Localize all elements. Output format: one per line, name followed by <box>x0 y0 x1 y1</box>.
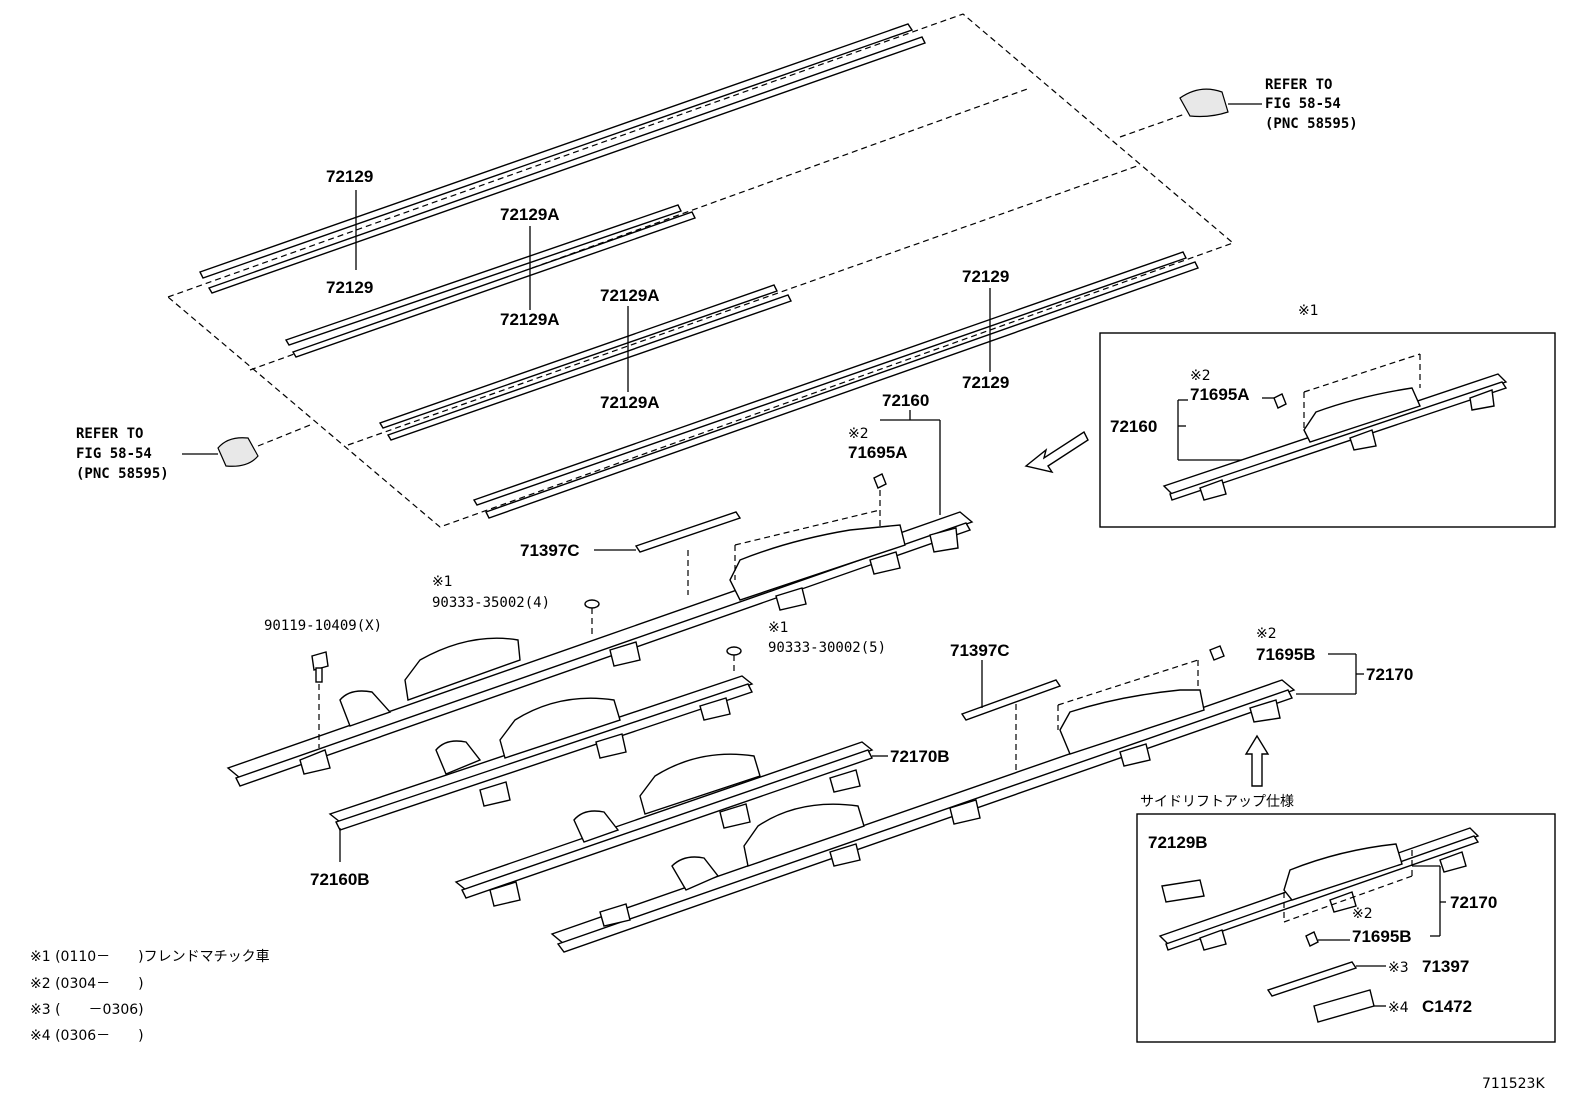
molding-strip-72129A-lower[interactable] <box>378 284 792 441</box>
legend-line-2: ※2 (0304－ ) <box>30 976 144 992</box>
label-71397C-lower: 71397C <box>950 641 1010 660</box>
legend-line-4: ※4 (0306－ ) <box>30 1028 144 1044</box>
label-72129-second: 72129 <box>326 278 373 297</box>
inset2-mark3: ※3 <box>1388 960 1409 976</box>
legend-line-1: ※1 (0110－ )フレンドマチック車 <box>30 948 270 965</box>
rail-72170[interactable] <box>550 679 1296 953</box>
refer-right-line3: (PNC 58595) <box>1265 116 1358 132</box>
label-72129-top: 72129 <box>326 167 373 186</box>
inset2-label-72170: 72170 <box>1450 893 1497 912</box>
label-90119-10409: 90119-10409(X) <box>264 618 382 634</box>
label-72160B: 72160B <box>310 870 370 889</box>
end-cap-left[interactable] <box>182 424 311 467</box>
label-71397C-upper: 71397C <box>520 541 580 560</box>
inset1-mark1: ※1 <box>1298 303 1319 319</box>
grommet-90333-30002[interactable] <box>726 646 742 675</box>
arrow-up-icon <box>1244 734 1270 787</box>
rail-72170B[interactable] <box>454 741 888 907</box>
molding-strip-72129-upper[interactable] <box>199 23 926 294</box>
diagram-id: 711523K <box>1482 1076 1545 1092</box>
rail-72160[interactable] <box>226 511 974 787</box>
label-72160: 72160 <box>882 391 929 410</box>
label-72129A-fourth: 72129A <box>600 393 660 412</box>
mark2-71695A: ※2 <box>848 426 869 442</box>
inset2-mark4: ※4 <box>1388 1000 1409 1016</box>
label-72129-fourth: 72129 <box>962 373 1009 392</box>
molding-strip-72129A-upper[interactable] <box>284 204 696 358</box>
inset2-title: サイドリフトアップ仕様 <box>1140 794 1294 810</box>
link-71397C-upper[interactable] <box>594 511 742 595</box>
refer-left-line1: REFER TO <box>76 426 143 442</box>
mark1-90333-30002: ※1 <box>768 620 789 636</box>
leaders-72160 <box>734 410 941 580</box>
rail-72160B[interactable] <box>328 675 754 862</box>
inset1-label-71695A: 71695A <box>1190 385 1250 404</box>
leaders-72170 <box>1057 645 1364 730</box>
label-90333-35002: 90333-35002(4) <box>432 595 550 611</box>
inset2-label-72129B: 72129B <box>1148 833 1208 852</box>
inset2-mark2: ※2 <box>1352 906 1373 922</box>
bolt-90119-10409[interactable] <box>311 651 329 748</box>
label-90333-30002: 90333-30002(5) <box>768 640 886 656</box>
refer-right-line1: REFER TO <box>1265 77 1332 93</box>
legend: ※1 (0110－ )フレンドマチック車 ※2 (0304－ ) ※3 ( －0… <box>30 948 270 1044</box>
refer-left-line3: (PNC 58595) <box>76 466 169 482</box>
label-71695A: 71695A <box>848 443 908 462</box>
label-72129A-third: 72129A <box>600 286 660 305</box>
molding-strips <box>167 13 1235 528</box>
inset2-label-71695B: 71695B <box>1352 927 1412 946</box>
label-72129A-first: 72129A <box>500 205 560 224</box>
legend-line-3: ※3 ( －0306) <box>30 1002 144 1018</box>
molding-strip-72129-lower[interactable] <box>472 251 1199 519</box>
grommet-90333-35002[interactable] <box>584 599 600 635</box>
inset2-label-C1472: C1472 <box>1422 997 1472 1016</box>
refer-left-line2: FIG 58-54 <box>76 446 152 462</box>
inset2-label-71397: 71397 <box>1422 957 1469 976</box>
mark1-90333-35002: ※1 <box>432 574 453 590</box>
label-72129A-second: 72129A <box>500 310 560 329</box>
inset1-label-72160: 72160 <box>1110 417 1157 436</box>
label-72129-third: 72129 <box>962 267 1009 286</box>
label-72170B: 72170B <box>890 747 950 766</box>
arrow-left-icon <box>1024 430 1089 474</box>
inset1-mark2: ※2 <box>1190 368 1211 384</box>
refer-right-line2: FIG 58-54 <box>1265 96 1341 112</box>
mark2-71695B: ※2 <box>1256 626 1277 642</box>
label-71695B: 71695B <box>1256 645 1316 664</box>
end-cap-right[interactable] <box>1119 88 1262 138</box>
link-71397C-lower[interactable] <box>960 660 1062 770</box>
inset-box-2 <box>1136 813 1556 1043</box>
inset-box-1: ※1 <box>1099 303 1556 528</box>
label-72170: 72170 <box>1366 665 1413 684</box>
